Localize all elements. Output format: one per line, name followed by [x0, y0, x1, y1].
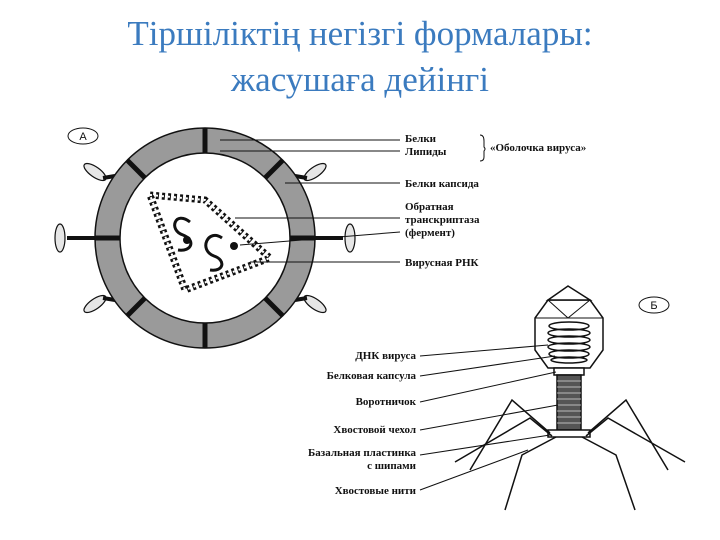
label-envelope: «Оболочка вируса»	[490, 142, 586, 154]
label-capsule: Белковая капсула	[327, 370, 417, 382]
leader-lines-b	[420, 345, 558, 490]
label-fibers: Хвостовые нити	[335, 485, 417, 497]
phage-collar	[554, 368, 584, 375]
label-enzyme-line-2: транскриптаза	[405, 214, 480, 226]
label-sheath: Хвостовой чехол	[333, 424, 416, 436]
phage-tail-sheath	[557, 375, 581, 430]
phage-head-apex	[548, 286, 590, 300]
label-capsid: Белки капсида	[405, 178, 479, 190]
label-dna: ДНК вируса	[355, 350, 416, 362]
retrovirus-figure: А	[55, 128, 586, 348]
label-plate-line-2: с шипами	[367, 460, 417, 472]
phage-base-plate	[548, 430, 590, 437]
envelope-brace	[480, 135, 485, 161]
label-plate-line-1: Базальная пластинка	[308, 447, 416, 459]
bacteriophage-figure: Б	[308, 286, 685, 510]
enzyme-dot-2	[230, 242, 238, 250]
label-rna: Вирусная РНК	[405, 257, 479, 269]
enzyme-dot-1	[183, 236, 191, 244]
label-lipids: Липиды	[405, 146, 447, 158]
label-collar: Воротничок	[356, 396, 417, 408]
panel-b-label: Б	[650, 300, 657, 312]
label-enzyme-line-3: (фермент)	[405, 227, 455, 239]
label-proteins: Белки	[405, 133, 437, 145]
label-enzyme-line-1: Обратная	[405, 201, 454, 213]
panel-a-label: А	[79, 131, 87, 143]
